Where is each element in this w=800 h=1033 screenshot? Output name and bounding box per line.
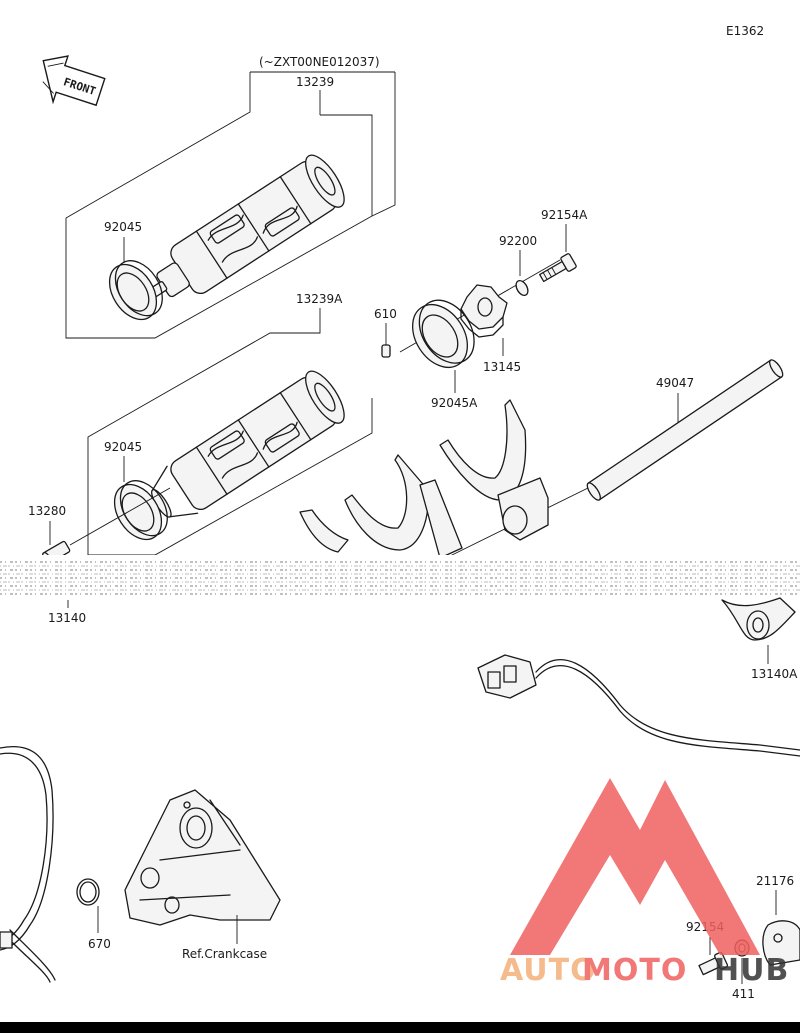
shift-fork-middle: [344, 454, 463, 559]
wiring-harness-left: [0, 746, 56, 983]
label-ref-crankcase: Ref.Crankcase: [182, 947, 267, 961]
serial-note: (~ZXT00NE012037): [259, 55, 380, 69]
bolt-92154: [698, 951, 729, 976]
crankcase-reference: [124, 789, 281, 926]
bottom-edge-bar: [0, 1022, 800, 1033]
pin-610: [381, 344, 391, 358]
front-arrow-icon: FRONT: [42, 55, 106, 107]
group-bracket-mid: [87, 308, 373, 556]
bearing-92045-top: [108, 260, 163, 321]
label-670: 670: [88, 937, 111, 951]
label-92045-top: 92045: [104, 220, 142, 234]
label-92045-mid: 92045: [104, 440, 142, 454]
label-13140: 13140: [48, 611, 86, 625]
scan-noise-band: [0, 555, 800, 600]
label-411: 411: [732, 987, 755, 1001]
automotohub-logo: AUTO MOTO HUB: [500, 778, 789, 988]
sensor-21176: [762, 920, 800, 966]
label-92154A: 92154A: [541, 208, 588, 222]
label-13239: 13239: [296, 75, 334, 89]
logo-mark-icon: [510, 778, 760, 955]
washer-92200: [515, 279, 529, 297]
shift-fork-left: [299, 509, 349, 553]
label-13280: 13280: [28, 504, 66, 518]
logo-text-hub: HUB: [714, 953, 789, 988]
label-92045A: 92045A: [431, 396, 478, 410]
collar-13140A: [721, 597, 796, 641]
shift-drum-13239A: [151, 370, 345, 518]
label-49047: 49047: [656, 376, 694, 390]
label-610: 610: [374, 307, 397, 321]
o-ring-670: [76, 878, 100, 906]
logo-text-moto: MOTO: [582, 953, 687, 988]
label-13140A: 13140A: [751, 667, 798, 681]
label-21176: 21176: [756, 874, 794, 888]
cam-13145: [460, 284, 508, 338]
logo-text-auto: AUTO: [500, 953, 597, 988]
group-bracket-top-right: [371, 72, 396, 217]
gear-position-sensor: [477, 654, 800, 757]
label-13239A: 13239A: [296, 292, 343, 306]
shift-fork-right: [439, 399, 549, 541]
bolt-92154A: [539, 253, 577, 283]
bearing-92045-mid: [113, 480, 168, 541]
bearing-92045A: [411, 299, 475, 369]
shaft-49047: [586, 359, 784, 501]
diagram-code: E1362: [726, 24, 764, 38]
group-bracket-top: [65, 72, 373, 339]
label-13145: 13145: [483, 360, 521, 374]
label-92200: 92200: [499, 234, 537, 248]
